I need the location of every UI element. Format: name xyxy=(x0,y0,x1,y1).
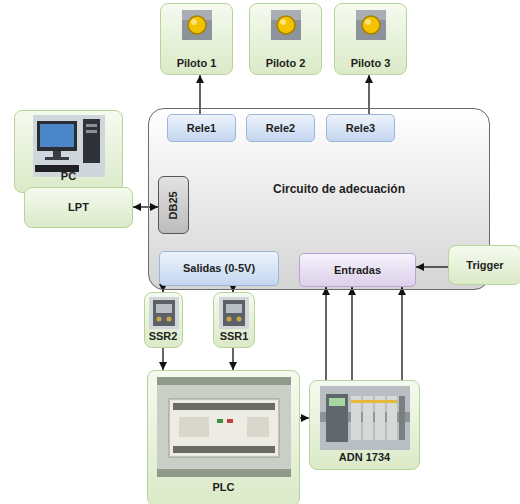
signal-arrow xyxy=(232,348,233,370)
signal-arrow xyxy=(325,287,326,380)
port-box: LPT xyxy=(24,187,133,228)
plc-box: PLC xyxy=(147,370,300,504)
pilot-lamp-box: Piloto 2 xyxy=(249,3,322,75)
node-label: Trigger xyxy=(466,259,503,272)
photo-illustration xyxy=(356,10,386,40)
photo-illustration xyxy=(182,10,212,40)
relay-box: Rele3 xyxy=(326,114,395,142)
conditioning-circuit-box: Circuito de adecuación Rele1 Rele2 Rele3DB2… xyxy=(148,108,490,290)
photo-illustration xyxy=(219,297,249,329)
pilot-lamp-box: Piloto 1 xyxy=(160,3,233,75)
signal-arrow xyxy=(416,266,448,267)
relay-box: Rele2 xyxy=(246,114,315,142)
node-label: LPT xyxy=(68,201,89,214)
photo-illustration xyxy=(33,115,105,177)
node-label: SSR2 xyxy=(149,330,178,343)
photo-illustration xyxy=(271,10,301,40)
node-label: Entradas xyxy=(334,264,381,277)
solid-state-relay-box: SSR2 xyxy=(144,292,183,348)
signal-arrow xyxy=(351,287,352,380)
node-label: Rele3 xyxy=(346,122,375,135)
connector-box: DB25 xyxy=(158,176,189,234)
node-label: Salidas (0-5V) xyxy=(183,262,255,275)
node-label: Piloto 3 xyxy=(351,57,391,70)
node-label: ADN 1734 xyxy=(339,451,390,464)
photo-illustration xyxy=(157,377,291,477)
node-label: Circuito de adecuación xyxy=(273,183,405,197)
computer-box: PC xyxy=(14,110,123,193)
node-label: DB25 xyxy=(167,191,180,219)
solid-state-relay-box: SSR1 xyxy=(213,292,255,348)
signal-arrow xyxy=(133,206,158,207)
signal-arrow xyxy=(162,348,163,370)
node-label: PLC xyxy=(213,481,235,494)
node-label: Rele2 xyxy=(266,122,295,135)
pilot-lamp-box: Piloto 3 xyxy=(334,3,407,75)
node-label: Piloto 2 xyxy=(266,57,306,70)
relay-box: Rele1 xyxy=(167,114,236,142)
trigger-box: Trigger xyxy=(448,245,520,285)
photo-illustration xyxy=(320,386,410,450)
node-label: PC xyxy=(61,170,76,183)
node-label: Piloto 1 xyxy=(177,57,217,70)
outputs-box: Salidas (0-5V) xyxy=(159,251,279,286)
signal-arrow xyxy=(401,287,402,380)
node-label: Rele1 xyxy=(187,122,216,135)
node-label: SSR1 xyxy=(220,330,249,343)
io-module-box: ADN 1734 xyxy=(309,380,420,470)
inputs-box: Entradas xyxy=(299,253,416,287)
signal-arrow xyxy=(300,417,309,418)
photo-illustration xyxy=(149,297,179,329)
